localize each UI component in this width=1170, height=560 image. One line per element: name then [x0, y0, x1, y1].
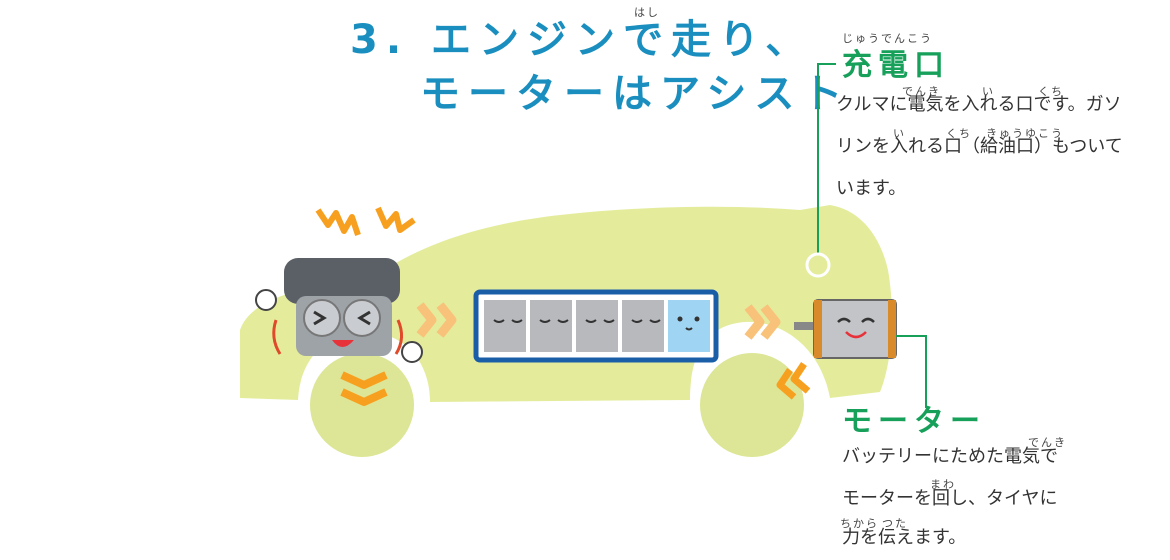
- title-line-2: モーターはアシスト: [420, 71, 851, 117]
- ruby-i-2: い: [893, 127, 906, 140]
- charging-port-heading-ruby: じゅうでんこう: [842, 32, 933, 45]
- rear-wheel: [700, 353, 804, 457]
- ruby-kyuyukou: きゅうゆこう: [986, 127, 1064, 140]
- ruby-mawa: まわ: [930, 478, 956, 491]
- title-line-1: 3. エンジンで走り、: [350, 17, 814, 63]
- ruby-denki-1: でんき: [902, 85, 941, 98]
- charging-port-callout-line: [817, 63, 836, 254]
- charging-port-marker: [805, 252, 831, 278]
- motor-unit: [794, 299, 897, 359]
- battery-pack: [473, 289, 719, 363]
- charging-port-text-line-2: リンを入れる口（給油口）もついて: [836, 136, 1123, 157]
- motor-callout-line: [896, 335, 927, 408]
- motor-heading: モーター: [842, 404, 986, 439]
- ruby-chikara: ちから: [840, 517, 879, 530]
- charging-port-text-line-1: クルマに電気を入れる口です。ガソ: [836, 94, 1122, 115]
- motor-text-line-1: バッテリーにためた電気で: [842, 446, 1058, 467]
- title-ruby-hashi: はし: [634, 6, 660, 19]
- ruby-tsuta: つた: [882, 517, 908, 530]
- ruby-kuchi-1: くち: [1038, 85, 1064, 98]
- energy-arrow-wheel: [776, 362, 811, 400]
- ruby-i-1: い: [982, 85, 995, 98]
- charging-port-text-line-3: います。: [836, 178, 907, 199]
- engine-character: [255, 206, 423, 406]
- motor-text-line-3: 力を伝えます。: [842, 527, 967, 548]
- energy-arrow-left: [416, 302, 457, 338]
- motor-text-line-2: モーターを回し、タイヤに: [842, 488, 1058, 509]
- charging-port-heading: 充電口: [842, 48, 950, 83]
- ruby-denki-2: でんき: [1028, 436, 1067, 449]
- ruby-kuchi-2: くち: [946, 127, 972, 140]
- energy-arrow-right: [744, 304, 781, 340]
